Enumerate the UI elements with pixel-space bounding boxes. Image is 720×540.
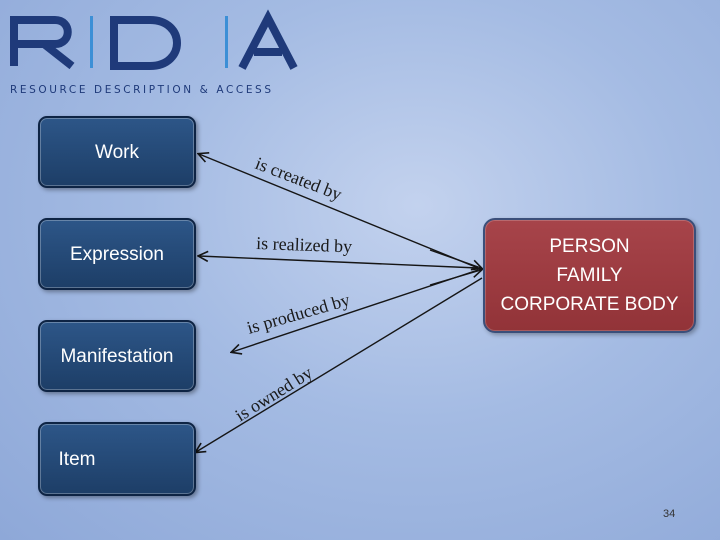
- entity-manifestation: Manifestation: [38, 320, 196, 392]
- page-number: 34: [663, 508, 676, 520]
- label-is-owned-by: is owned by: [232, 362, 316, 425]
- agent-line-family: FAMILY: [556, 265, 623, 286]
- entity-expression: Expression: [38, 218, 196, 290]
- entity-item: Item: [38, 422, 196, 496]
- logo-letter-r: [10, 16, 75, 70]
- logo-letter-d: [110, 16, 181, 70]
- logo-divider: [225, 16, 228, 68]
- arrow-created-by: [199, 154, 479, 269]
- arrow-into-agent: [429, 249, 481, 268]
- logo-letter-a: [238, 9, 298, 70]
- agent-line-person: PERSON: [549, 236, 630, 257]
- arrow-owned-by: [196, 277, 483, 452]
- entity-item-label: Item: [58, 449, 96, 470]
- agent-line-corporate-body: CORPORATE BODY: [500, 294, 679, 315]
- entity-work: Work: [38, 116, 196, 188]
- entity-work-label: Work: [95, 142, 139, 163]
- label-is-created-by: is created by: [253, 153, 345, 204]
- logo-subtitle: RESOURCE DESCRIPTION & ACCESS: [10, 84, 274, 96]
- agent-box: PERSON FAMILY CORPORATE BODY: [483, 218, 696, 333]
- logo-divider: [90, 16, 93, 68]
- rda-logo: [10, 9, 298, 70]
- entity-expression-label: Expression: [70, 244, 164, 265]
- entity-manifestation-label: Manifestation: [60, 346, 174, 367]
- arrow-into-agent: [429, 270, 481, 286]
- label-is-realized-by: is realized by: [256, 233, 353, 256]
- arrow-realized-by: [199, 256, 479, 269]
